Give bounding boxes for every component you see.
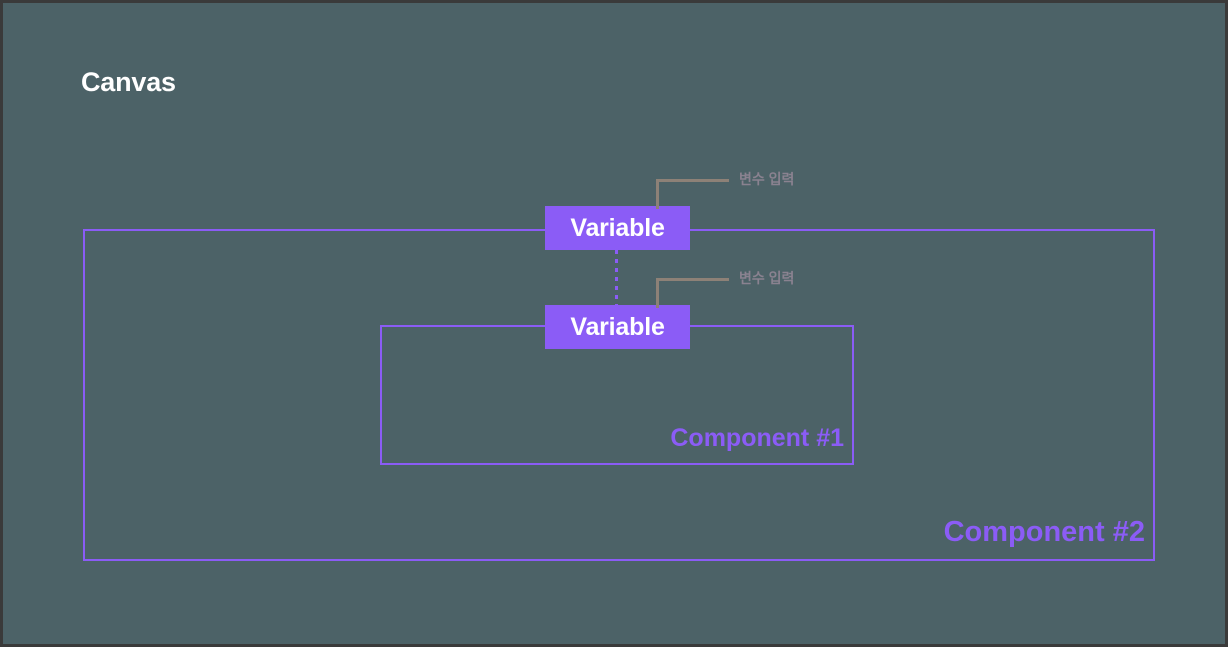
variable-link-connector [615,250,618,306]
callout-label-2: 변수 입력 [739,270,795,286]
page-title: Canvas [81,67,176,97]
leader-line-horizontal-icon [656,278,729,281]
component-1-label: Component #1 [670,424,844,452]
leader-line-vertical-icon [656,179,659,209]
callout-label-1: 변수 입력 [739,171,795,187]
variable-chip-1[interactable]: Variable [545,206,690,250]
leader-line-horizontal-icon [656,179,729,182]
component-2-label: Component #2 [943,516,1145,548]
variable-chip-2[interactable]: Variable [545,305,690,349]
leader-line-vertical-icon [656,278,659,308]
